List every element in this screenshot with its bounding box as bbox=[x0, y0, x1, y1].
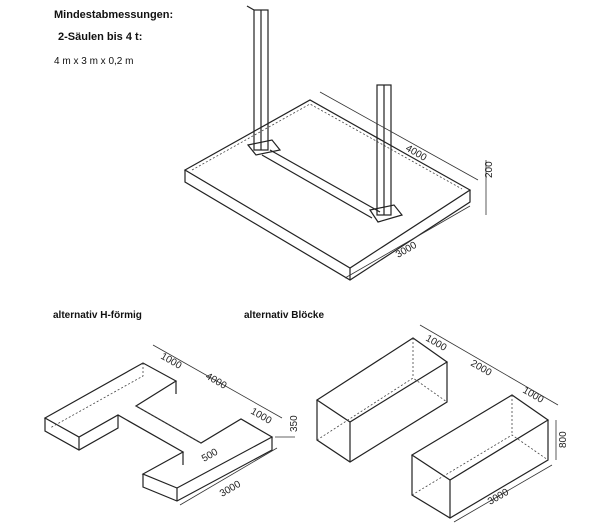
blocks-spacing-label: 2000 bbox=[469, 358, 494, 379]
title: Mindestabmessungen: bbox=[54, 9, 174, 21]
h-arm-width-left-label: 1000 bbox=[159, 351, 184, 372]
slab-width-label: 3000 bbox=[394, 240, 419, 261]
slab-height-label: 200 bbox=[484, 161, 495, 178]
block-width-left-label: 1000 bbox=[424, 333, 449, 354]
h-web-width-label: 500 bbox=[200, 447, 220, 465]
blocks-dimensions: 1000 2000 1000 800 3000 bbox=[419, 324, 569, 523]
blocks-height-label: 800 bbox=[558, 431, 569, 448]
column-left bbox=[246, 5, 282, 156]
block-1 bbox=[315, 337, 449, 463]
column-right bbox=[261, 84, 404, 223]
h-arm-width-right-label: 1000 bbox=[249, 406, 274, 427]
blocks-length-label: 3000 bbox=[486, 487, 511, 508]
h-height-label: 350 bbox=[289, 415, 300, 432]
h-width-label: 3000 bbox=[218, 479, 243, 500]
h-shape: 1000 4000 1000 350 500 3000 bbox=[43, 344, 300, 506]
slab-length-label: 4000 bbox=[404, 143, 429, 164]
block-2 bbox=[410, 394, 550, 519]
h-shape-label: alternativ H-förmig bbox=[53, 310, 142, 321]
main-slab bbox=[183, 99, 472, 281]
dimensions-text: 4 m x 3 m x 0,2 m bbox=[54, 56, 134, 67]
subtitle: 2-Säulen bis 4 t: bbox=[58, 31, 143, 43]
h-length-label: 4000 bbox=[204, 371, 229, 392]
blocks-label: alternativ Blöcke bbox=[244, 310, 325, 321]
